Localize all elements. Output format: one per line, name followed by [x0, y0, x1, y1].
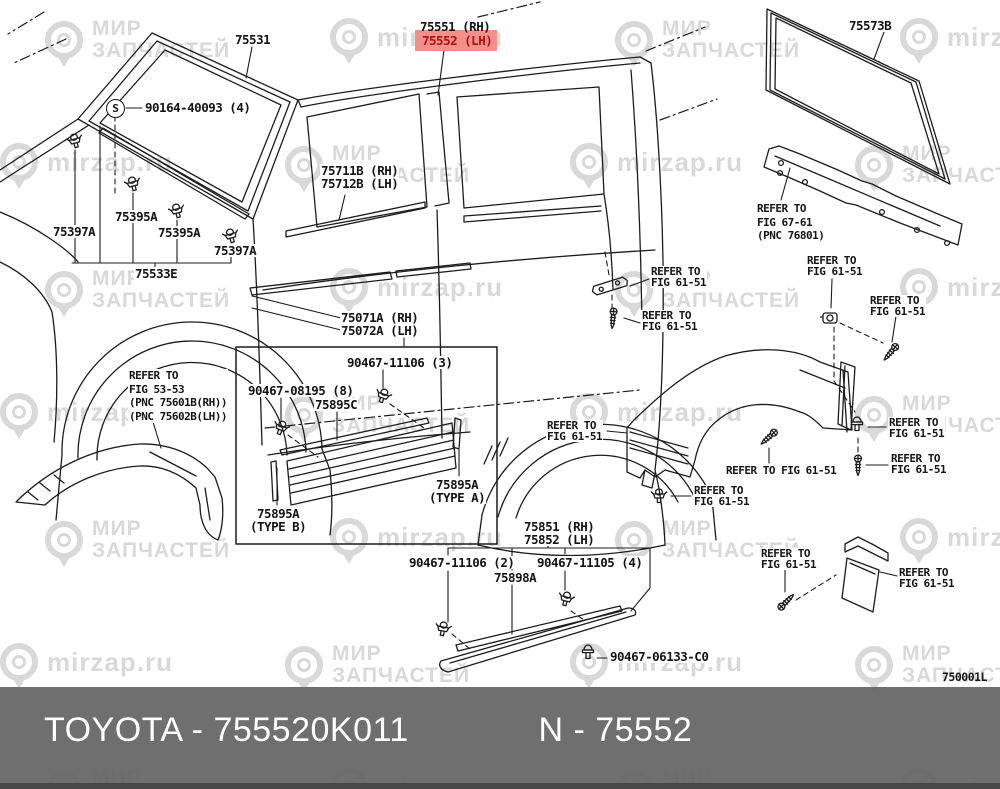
part-label-p75395A_2: 75395A [157, 225, 202, 240]
part-label-p75898A: 75898A [493, 570, 538, 585]
part-label-p75531: 75531 [234, 32, 272, 47]
car-body-line-art [0, 33, 716, 556]
front-fender-flare-art [16, 444, 223, 540]
watermark-text: mirzap.ru [377, 521, 504, 552]
part-label-p90467_08195: 90467-08195 (8) [247, 383, 355, 398]
refer-label-r12: REFER TO FIG 61-51 [760, 547, 818, 571]
map-pin-icon [45, 271, 83, 317]
watermark-text: МИР ЗАПЧАСТЕЙ [92, 517, 231, 562]
part-label-p75851: 75851 (RH) 75852 (LH) [523, 519, 596, 547]
footer-bar: TOYOTA - 755520K011 N - 75552 [0, 687, 1000, 789]
refer-label-r3: REFER TO FIG 61-51 [806, 254, 864, 278]
part-label-p75711B: 75711B (RH) 75712B (LH) [320, 163, 400, 191]
watermark-text: mirzap.ru [617, 396, 744, 427]
watermark-site: mirzap.ru [330, 518, 504, 564]
watermark-brand: МИР ЗАПЧАСТЕЙ [615, 17, 801, 67]
part-label-p75573B: 75573B [848, 18, 893, 33]
watermark-brand: МИР ЗАПЧАСТЕЙ [45, 17, 231, 67]
part-label-p75397A_2: 75397A [213, 243, 258, 258]
watermark-brand: МИР ЗАПЧАСТЕЙ [45, 267, 231, 317]
body-side-moulding-box [236, 347, 497, 544]
rear-fender-flare-art [627, 350, 855, 488]
refer-label-r_fig6761: REFER TO FIG 67-61 (PNC 76801) [756, 202, 826, 243]
map-pin-icon [0, 143, 38, 189]
part-label-p75895C: 75895C [314, 397, 359, 412]
refer-label-r_fig5353: REFER TO FIG 53-53 (PNC 75601B(RH)) (PNC… [128, 369, 228, 423]
watermark-brand: МИР ЗАПЧАСТЕЙ [45, 517, 231, 567]
part-label-p75071A: 75071A (RH) 75072A (LH) [340, 310, 420, 338]
map-pin-icon [45, 21, 83, 67]
s-symbol-marker: S [106, 99, 125, 118]
map-pin-icon [330, 518, 368, 564]
part-label-p75395A_1: 75395A [114, 209, 159, 224]
watermark-text: mirzap.ru [947, 521, 1000, 552]
watermark-brand: МИР ЗАПЧАСТЕЙ [855, 642, 1000, 692]
footer-catalog-number: TOYOTA - 755520K011 [43, 711, 409, 749]
watermark-text: МИР ЗАПЧАСТЕЙ [332, 642, 471, 687]
refer-label-r7: REFER TO FIG 61-51 [693, 484, 751, 508]
part-label-p75552: 75552 (LH) [422, 33, 493, 48]
part-label-p75895A_B: 75895A (TYPE B) [249, 506, 308, 534]
watermark-text: МИР ЗАПЧАСТЕЙ [92, 267, 231, 312]
refer-label-r5: REFER TO FIG 61-51 [546, 419, 604, 443]
part-label-p90467_11105_4: 90467-11105 (4) [536, 555, 644, 570]
sill-moulding-art [440, 606, 636, 672]
part-label-p90164: 90164-40093 (4) [144, 100, 252, 115]
map-pin-icon [330, 18, 368, 64]
refer-label-r13: REFER TO FIG 61-51 [898, 566, 956, 590]
part-label-p90467_11106_2: 90467-11106 (2) [408, 555, 516, 570]
watermark-site: mirzap.ru [900, 18, 1000, 64]
footer-bottom-strip [0, 783, 1000, 789]
map-pin-icon [855, 396, 893, 442]
map-pin-icon [0, 393, 38, 439]
mud-flap-bracket-art [842, 537, 888, 612]
map-pin-icon [855, 146, 893, 192]
watermark-site: mirzap.ru [570, 393, 744, 439]
refer-label-r8: REFER TO FIG 61-51 [888, 416, 946, 440]
refer-label-r2: REFER TO FIG 61-51 [641, 309, 699, 333]
leader-lines [72, 32, 897, 658]
map-pin-icon [570, 643, 608, 689]
diagram-line-art [0, 0, 1000, 687]
map-pin-icon [570, 143, 608, 189]
map-pin-icon [615, 21, 653, 67]
dash-dot-lines [8, 2, 717, 428]
map-pin-icon [45, 521, 83, 567]
watermark-text: МИР ЗАПЧАСТЕЙ [902, 642, 1000, 687]
rear-window-seal-art [766, 9, 950, 184]
dashed-lines [115, 116, 883, 649]
watermark-text: МИР ЗАПЧАСТЕЙ [92, 17, 231, 62]
map-pin-icon [0, 643, 38, 689]
watermark-text: МИР ЗАПЧАСТЕЙ [662, 17, 801, 62]
refer-label-r6: REFER TO FIG 61-51 [725, 464, 838, 477]
part-label-p90467_06133: 90467-06133-C0 [609, 649, 710, 664]
refer-label-r9: REFER TO FIG 61-51 [890, 452, 948, 476]
refer-label-r4: REFER TO FIG 61-51 [869, 294, 927, 318]
watermark-site: mirzap.ru [900, 518, 1000, 564]
watermark-text: mirzap.ru [47, 646, 174, 677]
watermark-site: mirzap.ru [0, 643, 174, 689]
part-label-pcode: 750001L [942, 670, 987, 684]
rear-panel-garnish-art [764, 146, 962, 245]
part-label-p75895A_A: 75895A (TYPE A) [428, 477, 487, 505]
part-label-p75533E: 75533E [134, 266, 179, 281]
part-label-p75551: 75551 (RH) [420, 19, 491, 34]
map-pin-icon [330, 268, 368, 314]
map-pin-icon [900, 518, 938, 564]
highlighted-part-marker [415, 30, 497, 51]
map-pin-icon [900, 18, 938, 64]
part-label-p90467_11106_3: 90467-11106 (3) [346, 355, 454, 370]
watermark-text: mirzap.ru [947, 21, 1000, 52]
watermark-brand: МИР ЗАПЧАСТЕЙ [285, 642, 471, 692]
watermark-text: mirzap.ru [947, 271, 1000, 302]
footer-part-number: N - 75552 [538, 711, 693, 749]
refer-label-r1: REFER TO FIG 61-51 [650, 265, 708, 289]
part-label-p75397A_1: 75397A [52, 224, 97, 239]
